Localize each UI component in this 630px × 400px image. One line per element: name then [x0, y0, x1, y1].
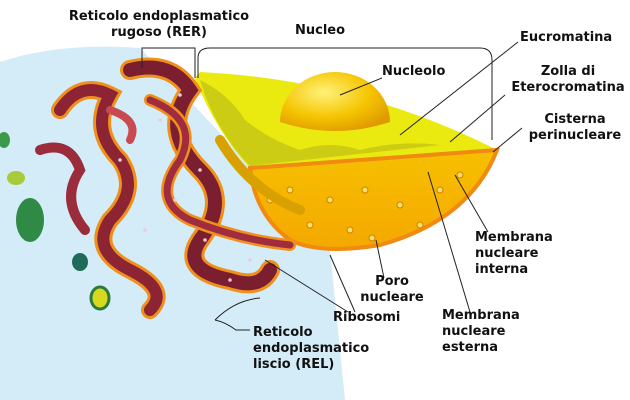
label-rel-line2: endoplasmatico [253, 341, 370, 356]
label-rel-line3: liscio (REL) [253, 357, 335, 372]
nucleolus [280, 72, 390, 131]
heterochromatin [200, 80, 440, 166]
label-membrana-esterna: Membrana nucleare esterna [442, 308, 520, 356]
label-nucleo: Nucleo [295, 23, 346, 38]
label-membrana-interna: Membrana nucleare interna [475, 230, 553, 278]
organelle [16, 198, 44, 242]
label-rer: Reticolo endoplasmatico rugoso (RER) [62, 9, 256, 41]
label-zolla: Zolla di Eterocromatina [498, 64, 630, 96]
label-rer-line1: Reticolo endoplasmatico [68, 9, 250, 24]
label-nucleolo: Nucleolo [382, 64, 446, 79]
organelle [89, 285, 111, 311]
organelle [0, 132, 10, 148]
label-zolla-line1: Zolla di [540, 64, 596, 79]
ribosomes [118, 93, 252, 282]
label-mem-int-line3: interna [475, 262, 529, 277]
label-cisterna-line1: Cisterna [544, 112, 606, 127]
label-poro: Poro nucleare [352, 274, 432, 306]
organelle [7, 171, 25, 185]
label-mem-est-line2: nucleare [442, 324, 506, 339]
label-ribosomi: Ribosomi [333, 310, 401, 325]
label-rel-line1: Reticolo [253, 325, 313, 340]
label-rel: Reticolo endoplasmatico liscio (REL) [253, 325, 369, 373]
organelle [72, 253, 88, 271]
label-mem-int-line2: nucleare [475, 246, 539, 261]
label-poro-line1: Poro [375, 274, 409, 289]
label-mem-est-line3: esterna [442, 340, 499, 355]
label-cisterna-line2: perinucleare [528, 128, 622, 143]
label-cisterna: Cisterna perinucleare [520, 112, 630, 144]
label-mem-int-line1: Membrana [475, 230, 553, 245]
cytoplasm [0, 46, 345, 400]
label-eucromatina: Eucromatina [520, 30, 613, 45]
label-zolla-line2: Eterocromatina [511, 80, 625, 95]
label-poro-line2: nucleare [360, 290, 424, 305]
leader-lines [141, 41, 523, 331]
label-rer-line2: rugoso (RER) [111, 25, 207, 40]
label-mem-est-line1: Membrana [442, 308, 520, 323]
